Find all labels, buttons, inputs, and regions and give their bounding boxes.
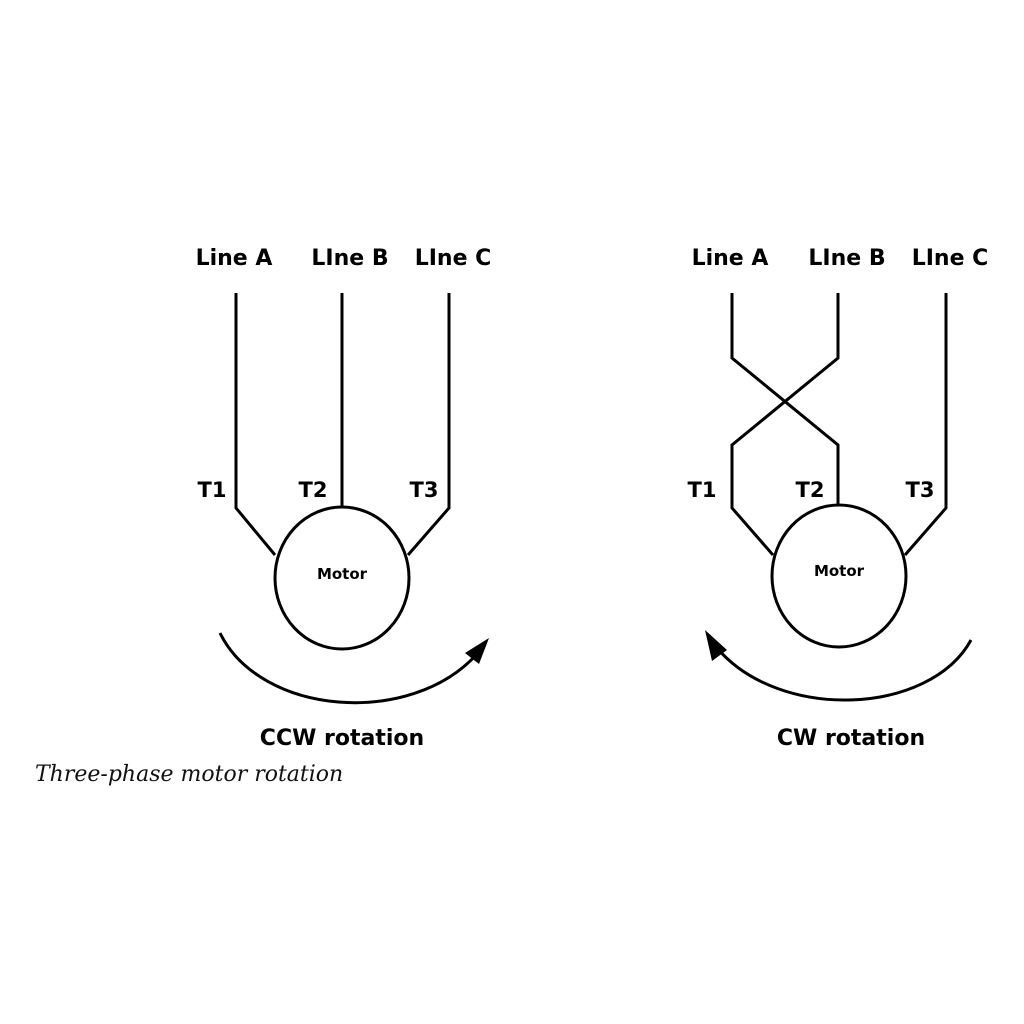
ccw-panel: Line A LIne B LIne C T1 T2 T3 Motor CCW … xyxy=(196,246,492,751)
wire-line-b xyxy=(730,293,840,556)
rotation-arc xyxy=(218,632,479,705)
terminal-t3-label: T3 xyxy=(410,478,439,502)
line-a-label: Line A xyxy=(692,246,769,271)
rotation-arc xyxy=(715,639,973,702)
motor-label: Motor xyxy=(814,562,865,580)
line-a-label: Line A xyxy=(196,246,273,271)
terminal-t2-label: T2 xyxy=(299,478,328,502)
wire-line-c xyxy=(406,293,451,556)
terminal-t1-label: T1 xyxy=(198,478,227,502)
line-b-label: LIne B xyxy=(808,246,885,271)
motor-circle xyxy=(770,503,908,649)
rotation-label: CCW rotation xyxy=(260,726,424,751)
arrowhead-icon xyxy=(465,638,489,664)
terminal-t3-label: T3 xyxy=(906,478,935,502)
terminal-t2-label: T2 xyxy=(796,478,825,502)
motor-label: Motor xyxy=(317,565,368,583)
wire-line-c xyxy=(903,293,948,556)
figure-caption: Three-phase motor rotation xyxy=(35,762,344,787)
wire-line-a xyxy=(234,293,277,556)
line-b-label: LIne B xyxy=(311,246,388,271)
terminal-t1-label: T1 xyxy=(688,478,717,502)
arrowhead-icon xyxy=(705,630,727,661)
line-c-label: LIne C xyxy=(912,246,989,271)
motor-circle xyxy=(273,505,411,651)
cw-panel: Line A LIne B LIne C T1 T2 T3 Motor CW r… xyxy=(688,246,989,751)
line-c-label: LIne C xyxy=(415,246,492,271)
rotation-label: CW rotation xyxy=(777,726,925,751)
